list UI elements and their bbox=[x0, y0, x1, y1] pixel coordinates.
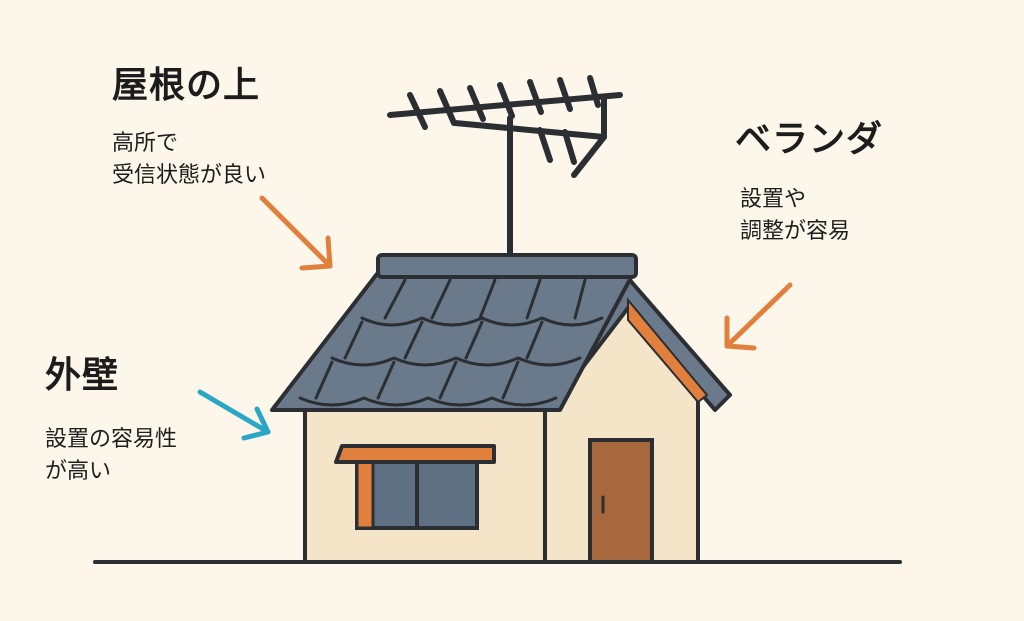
roof-label-title: 屋根の上 bbox=[112, 65, 261, 106]
window bbox=[334, 444, 496, 530]
door bbox=[588, 438, 654, 564]
roof-label-desc: 高所で 受信状態が良い bbox=[112, 128, 266, 192]
pointer-arrow-icon-roof bbox=[259, 195, 333, 271]
wall-desc-line-2: が高い bbox=[45, 458, 112, 484]
veranda-desc-line-1: 設置や bbox=[740, 187, 807, 212]
veranda-label-title: ベランダ bbox=[735, 119, 884, 160]
roof-desc-line-1: 高所で bbox=[112, 131, 179, 156]
veranda-desc-line-2: 調整が容易 bbox=[740, 218, 851, 244]
veranda-label-desc: 設置や 調整が容易 bbox=[740, 184, 850, 248]
wall-desc-line-1: 設置の容易性 bbox=[45, 427, 178, 452]
wall-label-title: 外壁 bbox=[45, 355, 120, 396]
pointer-arrow-icon-veranda bbox=[724, 282, 793, 351]
tv-antenna-icon bbox=[387, 75, 623, 258]
roof-desc-line-2: 受信状態が良い bbox=[112, 162, 267, 188]
pointer-arrow-icon-wall bbox=[197, 389, 271, 441]
roof bbox=[270, 253, 638, 412]
wall-label-desc: 設置の容易性 が高い bbox=[45, 424, 177, 488]
